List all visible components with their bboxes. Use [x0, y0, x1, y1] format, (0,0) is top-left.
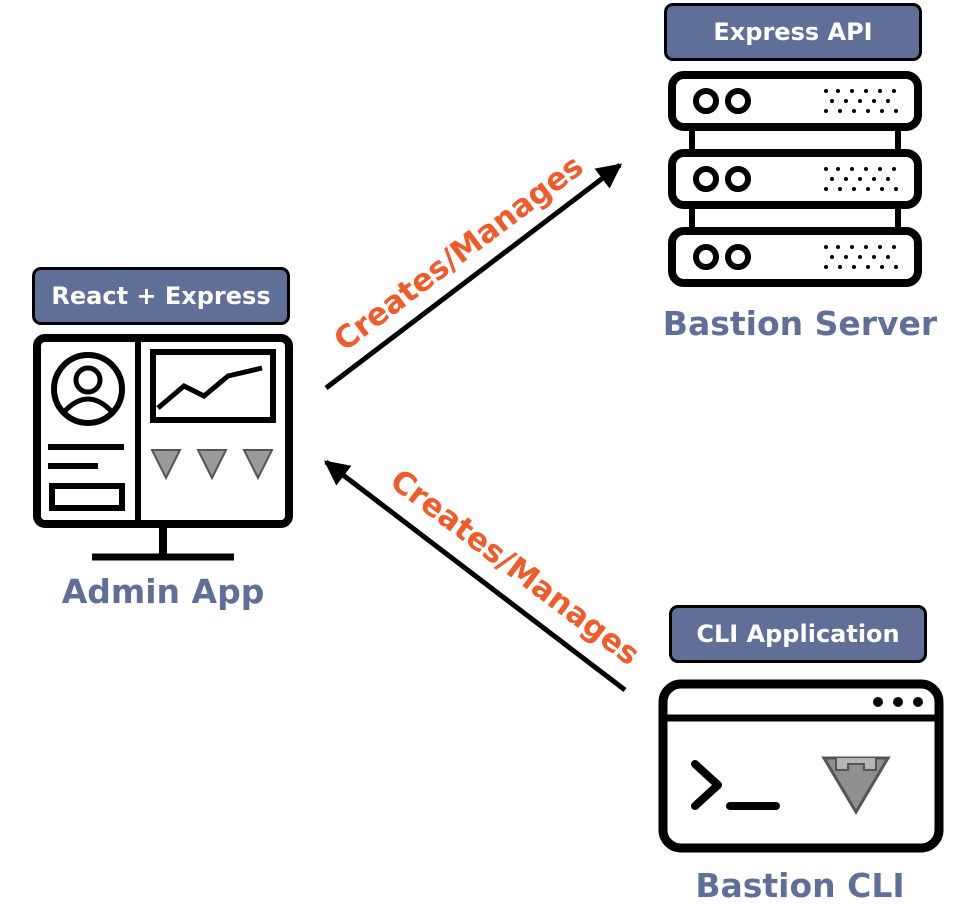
- edge-admin-to-server-arrow: [324, 163, 622, 390]
- prompt-chevron-icon: [691, 760, 722, 810]
- terminal-window-icon: [658, 679, 944, 853]
- server-rack-icon: [668, 71, 922, 287]
- server-unit: [668, 149, 922, 209]
- bastion-logo-icon: [821, 756, 891, 815]
- admin-app-label: Admin App: [61, 572, 265, 611]
- bastion-cli-tag: CLI Application: [669, 605, 927, 663]
- bastion-logo-icon: [150, 449, 274, 481]
- bastion-server-label: Bastion Server: [662, 304, 938, 343]
- avatar-icon: [51, 352, 125, 426]
- bastion-server-tag: Express API: [664, 3, 922, 61]
- bastion-cli-label: Bastion CLI: [695, 866, 905, 905]
- edge-cli-to-admin-arrow: [324, 460, 627, 692]
- line-chart-icon: [150, 349, 276, 423]
- admin-app-tag: React + Express: [32, 267, 290, 325]
- server-unit: [668, 71, 922, 131]
- server-unit: [668, 227, 922, 287]
- monitor-dashboard-icon: [33, 334, 293, 561]
